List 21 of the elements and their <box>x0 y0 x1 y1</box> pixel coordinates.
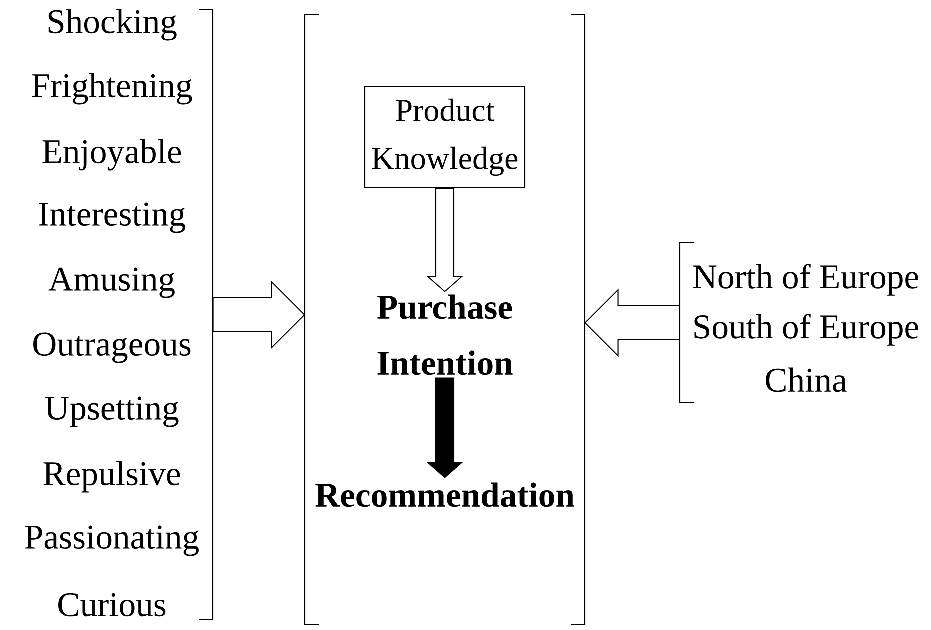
word-label: Curious <box>58 593 166 617</box>
word-label: China <box>766 368 847 392</box>
word-label: Upsetting <box>45 396 179 428</box>
word-label: Shocking <box>48 9 177 41</box>
concept-label: Purchase Intention <box>378 294 513 376</box>
word-label: Repulsive <box>44 461 180 493</box>
word-label: Amusing <box>48 268 175 298</box>
concept-label: Recommendation <box>316 482 574 508</box>
word-label: Outrageous <box>34 332 191 364</box>
word-label: South of Europe <box>694 314 918 346</box>
word-label: Passionating <box>25 526 199 556</box>
word-label: Frightening <box>32 73 192 105</box>
block-arrow <box>584 288 680 358</box>
block-arrow <box>212 280 306 350</box>
word-label: Enjoyable <box>42 139 182 171</box>
word-label: Interesting <box>39 202 186 234</box>
bracket-group <box>304 14 586 626</box>
word-label: North of Europe <box>693 264 918 296</box>
concept-box: Product Knowledge <box>364 86 526 189</box>
block-arrow <box>426 188 464 292</box>
block-arrow <box>426 378 464 478</box>
